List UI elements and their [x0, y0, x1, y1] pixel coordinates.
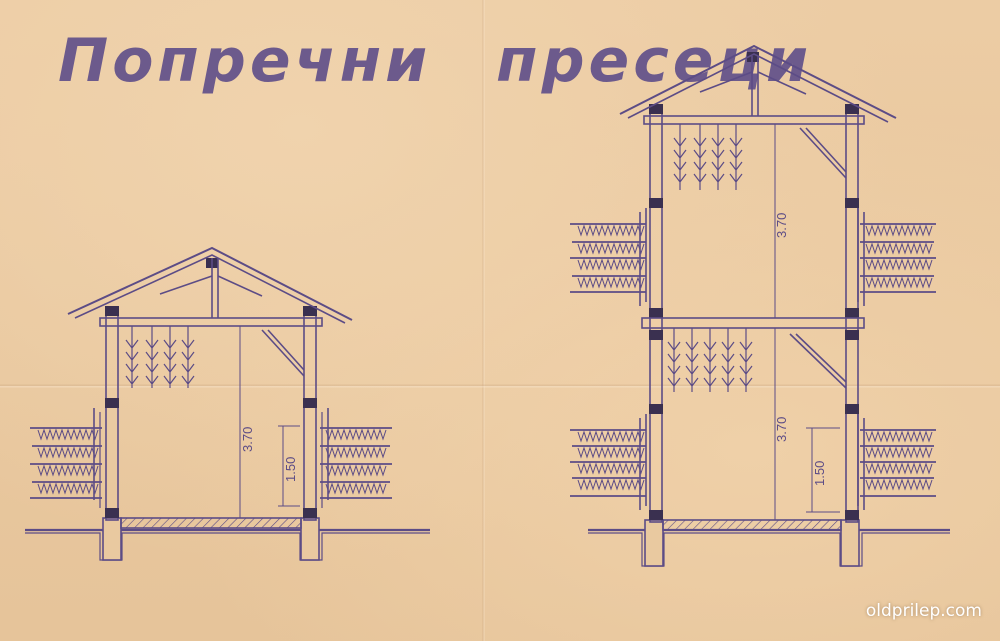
dimension-label-rack-height: 1.50 — [812, 461, 827, 486]
dimension-label-upper-height: 3.70 — [774, 213, 789, 238]
section-single-storey — [25, 246, 430, 561]
watermark-text: oldprilep.com — [865, 601, 982, 621]
hanging-tobacco-left — [125, 326, 195, 388]
dimension-label-lower-height: 3.70 — [774, 417, 789, 442]
section-two-storey — [570, 44, 950, 567]
drawing-title: Попречни пресеци — [58, 26, 812, 96]
dimension-label-height: 3.70 — [240, 427, 255, 452]
hanging-tobacco-lower — [667, 328, 753, 392]
dimension-label-rack: 1.50 — [283, 457, 298, 482]
paper-fold-horizontal — [0, 384, 1000, 388]
hanging-tobacco-upper — [673, 124, 743, 190]
paper-fold-vertical — [482, 0, 485, 641]
